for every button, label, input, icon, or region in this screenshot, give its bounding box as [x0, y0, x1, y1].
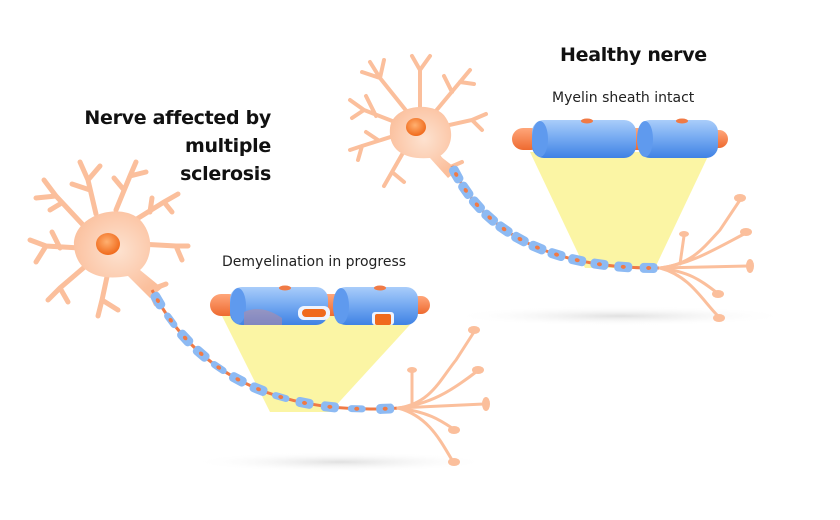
healthy-axon — [448, 165, 663, 274]
myelin-sheath-segment — [334, 287, 418, 325]
healthy-nerve-title: Healthy nerve — [560, 44, 707, 66]
healthy-axon-terminals — [658, 198, 750, 318]
myelin-segment — [177, 329, 194, 347]
myelin-segment — [528, 240, 547, 255]
myelin-segment — [448, 165, 464, 184]
myelin-segment — [495, 221, 513, 237]
myelin-segment — [376, 403, 395, 414]
healthy-zoom-cone — [530, 152, 710, 268]
myelin-segment — [547, 248, 566, 262]
myelin-segment — [192, 345, 210, 362]
myelin-segment — [590, 258, 609, 270]
myelin-segment — [228, 372, 247, 387]
healthy-shadow — [450, 306, 790, 326]
healthy-dendrites — [348, 54, 488, 188]
ms-axon-terminals — [396, 330, 486, 462]
healthy-nucleus — [406, 118, 426, 136]
ms-nucleus — [96, 233, 120, 255]
myelin-segment — [320, 401, 339, 413]
ms-title-line-3: sclerosis — [180, 163, 271, 185]
ms-nerve — [27, 159, 490, 466]
healthy-nerve-caption: Myelin sheath intact — [552, 90, 695, 106]
healthy-nerve — [348, 54, 754, 322]
ms-soma — [73, 211, 162, 298]
healthy-soma — [389, 106, 458, 178]
myelin-segment — [210, 361, 227, 375]
myelin-segment — [568, 254, 587, 267]
myelin-segment — [511, 231, 529, 247]
ms-nerve-caption: Demyelination in progress — [222, 254, 407, 270]
myelin-segment — [271, 392, 290, 402]
myelin-segment — [639, 262, 658, 274]
ms-title-line-1: Nerve affected by — [84, 107, 271, 129]
ms-axon — [150, 289, 401, 414]
myelin-segment — [150, 291, 166, 310]
myelin-segment — [614, 261, 633, 273]
ms-shadow — [190, 452, 490, 472]
myelin-segment — [295, 396, 314, 409]
ms-zoom-cone — [222, 316, 418, 412]
myelin-segment — [458, 181, 474, 200]
ms-myelin-closeup — [210, 285, 430, 325]
myelin-segment — [468, 196, 486, 214]
healthy-myelin-closeup — [512, 118, 728, 158]
ms-terminal-buttons — [407, 326, 490, 466]
myelin-segment — [164, 312, 178, 329]
ms-title-line-2: multiple — [184, 135, 271, 157]
ms-nerve-title: Nerve affected by multiple sclerosis — [41, 104, 271, 188]
myelin-sheath-segment — [532, 120, 636, 158]
myelin-segment — [481, 209, 499, 226]
myelin-segment — [249, 382, 268, 396]
ms-dendrites — [27, 159, 191, 319]
myelin-sheath-segment — [638, 120, 718, 158]
myelin-segment — [347, 405, 366, 413]
healthy-terminal-buttons — [679, 194, 754, 322]
